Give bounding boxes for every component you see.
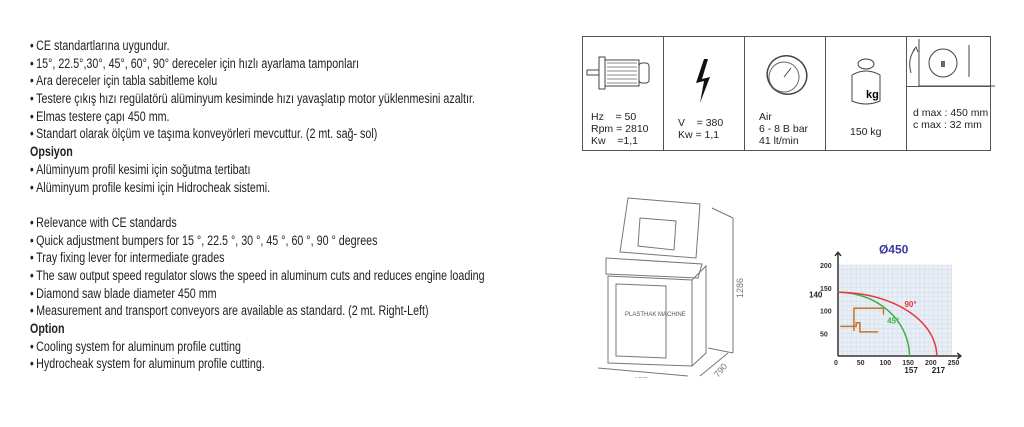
x-tick-label: 100: [880, 360, 892, 367]
bullet-item: Alüminyum profil kesimi için soğutma ter…: [30, 161, 485, 179]
bullet-item: Hydrocheak system for aluminum profile c…: [30, 355, 485, 373]
weight-icon: kg: [851, 58, 881, 105]
blade-c-max: c max : 32 mm: [913, 119, 982, 131]
feature-text: CE standartlarına uygundur.15°, 22.5°,30…: [30, 37, 485, 373]
blade-d-max: d max : 450 mm: [913, 107, 989, 119]
height-dim: 1286: [735, 278, 745, 298]
bullet-item: Alüminyum profile kesimi için Hidrocheak…: [30, 179, 485, 197]
bullet-item: Standart olarak ölçüm ve taşıma konveyör…: [30, 125, 485, 143]
weight-value: 150 kg: [850, 126, 882, 138]
motor-icon: [586, 56, 650, 90]
x-tick-label: 150: [902, 360, 914, 367]
power-kw: Kw = 1,1: [678, 129, 720, 141]
curve-90: [837, 291, 938, 357]
power-v: V = 380: [678, 117, 724, 129]
series-label: 45°: [887, 316, 899, 325]
series-label: 90°: [904, 300, 916, 309]
motor-rpm: Rpm = 2810: [591, 123, 649, 135]
annotation-157: 157: [904, 366, 918, 375]
x-tick-label: 200: [925, 360, 937, 367]
y-tick-label: 100: [820, 309, 832, 316]
cutting-capacity-chart: Ø450 0 50 100 150 200 250 50 100 150 200 45° 90° 140 1…: [809, 243, 963, 375]
bullet-item: Tray fixing lever for intermediate grade…: [30, 249, 485, 267]
bullet-item: Cooling system for aluminum profile cutt…: [30, 338, 485, 356]
y-tick-label: 150: [820, 286, 832, 293]
bullet-item: Diamond saw blade diameter 450 mm: [30, 285, 485, 303]
x-axis: [838, 352, 963, 360]
bullet-item: CE standartlarına uygundur.: [30, 37, 485, 55]
curve-45: [837, 291, 911, 357]
bullet-item: Elmas testere çapı 450 mm.: [30, 108, 485, 126]
profile-shape: [840, 307, 885, 333]
bullet-item: Ara dereceler için tabla sabitleme kolu: [30, 72, 485, 90]
bullet-item: Relevance with CE standards: [30, 214, 485, 232]
x-tick-label: 50: [857, 360, 865, 367]
bullet-item: Quick adjustment bumpers for 15 °, 22.5 …: [30, 232, 485, 250]
bullet-item: The saw output speed regulator slows the…: [30, 267, 485, 285]
width-dim: 675: [633, 376, 648, 378]
saw-blade-icon: [909, 39, 995, 87]
air-pressure: 6 - 8 B bar: [759, 123, 809, 135]
svg-text:kg: kg: [866, 89, 879, 101]
annotation-140: 140: [809, 290, 823, 299]
bullet-item: Measurement and transport conveyors are …: [30, 302, 485, 320]
option-heading-en: Option: [30, 321, 65, 336]
lightning-icon: [696, 59, 710, 103]
brand-label: PLASTHAK MACHINE: [625, 312, 686, 318]
annotation-217: 217: [932, 366, 946, 375]
bullet-item: Testere çıkış hızı regülatörü alüminyum …: [30, 90, 485, 108]
option-heading-tr: Opsiyon: [30, 144, 73, 160]
air-label: Air: [759, 111, 772, 123]
y-tick-label: 50: [820, 331, 828, 338]
motor-hz: Hz = 50: [591, 111, 637, 123]
y-tick-label: 200: [820, 263, 832, 270]
pressure-gauge-icon: [766, 55, 808, 95]
x-tick-label: 250: [948, 360, 960, 367]
y-axis: [834, 251, 842, 356]
bullet-item: 15°, 22.5°,30°, 45°, 60°, 90° dereceler …: [30, 55, 485, 73]
air-flow: 41 lt/min: [759, 135, 799, 147]
chart-title: Ø450: [879, 243, 909, 257]
x-tick-label: 0: [834, 360, 838, 367]
motor-kw: Kw =1,1: [591, 135, 638, 147]
machine-drawing: PLASTHAK MACHINE 1286 675 790: [597, 197, 745, 378]
weight-cell: kg 150 kg: [826, 37, 906, 150]
